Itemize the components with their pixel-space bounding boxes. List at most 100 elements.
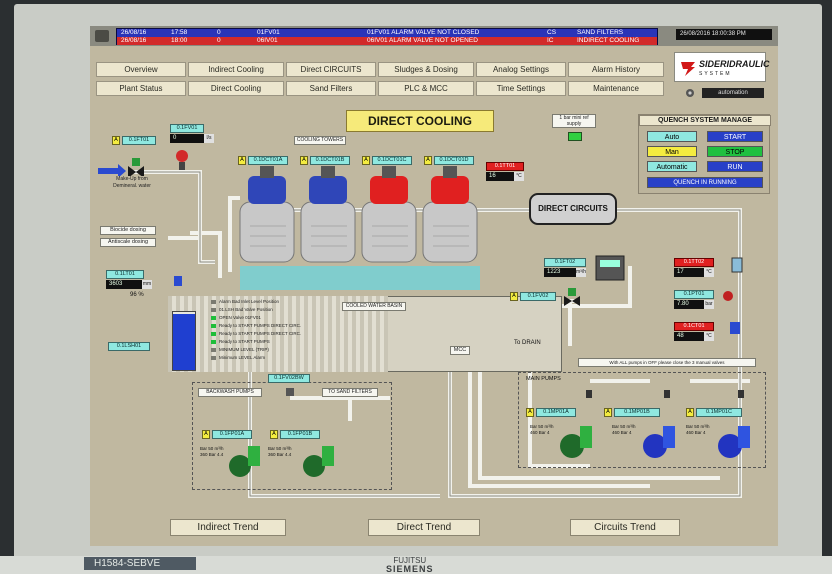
inflow-flow-tag[interactable]: 0.1FT01 — [122, 136, 156, 145]
backwash-pump-b-icon[interactable] — [303, 446, 334, 477]
manual-valve-icon[interactable] — [664, 390, 670, 398]
backwash-valve-icon[interactable] — [286, 388, 294, 396]
supply-temp-value: 16 — [489, 173, 496, 179]
valve-2-tag[interactable]: 0.1FV02 — [520, 292, 556, 301]
status-item-text: Ready to START PUMPS — [219, 339, 270, 344]
auto-mode-indicator: A — [424, 156, 432, 165]
backwash-pump-b-tag[interactable]: 0.1FP01B — [280, 430, 320, 439]
alarm-row[interactable]: 26/08/16 18:00 0 06IV01 06IV01 ALARM VAL… — [117, 37, 657, 45]
brand-line-2: SIEMENS — [386, 564, 434, 574]
status-item-text: Ready to START PUMPS DIRECT CIRC. — [219, 331, 302, 336]
main-pump-a-stats: Bar 50 m³/h 460 Bar 4 — [530, 424, 554, 435]
return-temp-unit: °C — [704, 268, 714, 277]
quench-run-button[interactable]: RUN — [707, 161, 763, 172]
quench-man-button[interactable]: Man — [647, 146, 697, 157]
level-switch-tag[interactable]: 0.1LSH01 — [108, 342, 150, 351]
cooling-tower-icon[interactable] — [300, 166, 356, 263]
nav-indirect-cooling[interactable]: Indirect Cooling — [188, 62, 284, 77]
inflow-value: 0 — [173, 135, 177, 141]
backwash-pump-a-icon[interactable] — [229, 446, 260, 477]
supply-temp-tag[interactable]: 0.1TT01 — [486, 162, 524, 171]
main-pump-c-icon[interactable] — [718, 426, 750, 458]
brand-line-1: FUJITSU — [393, 556, 427, 565]
settings-gear-icon[interactable] — [684, 88, 696, 98]
cooling-tower-icon[interactable] — [422, 166, 478, 263]
alarm-area: INDIRECT COOLING — [577, 37, 640, 44]
mcc-label[interactable]: MCC — [450, 346, 470, 355]
alarm-header: 26/08/16 17:58 0 01FV01 01FV01 ALARM VAL… — [90, 26, 778, 46]
pressure-transmitter-icon[interactable] — [723, 291, 733, 301]
alarm-date: 26/08/16 — [121, 29, 147, 36]
logo-mark-icon — [681, 62, 695, 76]
main-pump-b-tag[interactable]: 0.1MP01B — [614, 408, 660, 417]
backwash-valve-tag[interactable]: 0.1FV02BW — [268, 374, 310, 383]
conductivity-transmitter-icon[interactable] — [730, 322, 740, 334]
nav-maintenance[interactable]: Maintenance — [568, 81, 664, 96]
camera-icon[interactable] — [95, 30, 109, 42]
to-sand-filters-label[interactable]: TO SAND FILTERS — [322, 388, 378, 397]
temperature-transmitter-icon[interactable] — [731, 257, 743, 273]
nav-direct-circuits[interactable]: Direct CIRCUITS — [286, 62, 376, 77]
valve-02-icon[interactable] — [564, 288, 580, 306]
inflow-valve-tag[interactable]: 0.1FV01 — [170, 124, 204, 133]
main-pump-b-icon[interactable] — [643, 426, 675, 458]
alarm-area-code: CS — [547, 29, 557, 36]
alarm-banner[interactable]: 26/08/16 17:58 0 01FV01 01FV01 ALARM VAL… — [116, 28, 658, 45]
biocide-dosing-label[interactable]: Biocide dosing — [100, 226, 156, 235]
backwash-pump-a-tag[interactable]: 0.1FP01A — [212, 430, 252, 439]
manual-valve-icon[interactable] — [586, 390, 592, 398]
return-temp-tag[interactable]: 0.1TT02 — [674, 258, 714, 267]
status-on-icon — [211, 340, 216, 344]
nav-plc-mcc[interactable]: PLC & MCC — [378, 81, 474, 96]
main-pump-c-stats: Bar 50 m³/h 460 Bar 4 — [686, 424, 710, 435]
flowmeter-device-icon[interactable] — [595, 255, 625, 281]
conductivity-display: 48°C — [674, 332, 714, 341]
nav-direct-cooling[interactable]: Direct Cooling — [188, 81, 284, 96]
direct-circuits-tank[interactable] — [529, 193, 617, 225]
cooling-tower-b-tag[interactable]: 0.1DCT01B — [310, 156, 350, 165]
alarm-time: 17:58 — [171, 29, 188, 36]
level-tag[interactable]: 0.1LT01 — [106, 270, 144, 279]
nav-time-settings[interactable]: Time Settings — [476, 81, 566, 96]
pump-note: With ALL pumps in OFF please close the 3… — [578, 358, 756, 367]
level-transmitter-icon[interactable] — [174, 276, 182, 286]
nav-sand-filters[interactable]: Sand Filters — [286, 81, 376, 96]
cooling-tower-c-tag[interactable]: 0.1DCT01C — [372, 156, 412, 165]
main-pump-a-icon[interactable] — [560, 426, 592, 458]
nav-plant-status[interactable]: Plant Status — [96, 81, 186, 96]
alarm-area: SAND FILTERS — [577, 29, 624, 36]
main-pump-c-tag[interactable]: 0.1MP01C — [696, 408, 742, 417]
antiscale-dosing-label[interactable]: Antiscale dosing — [100, 238, 156, 247]
alarm-row[interactable]: 26/08/16 17:58 0 01FV01 01FV01 ALARM VAL… — [117, 29, 657, 37]
nav-alarm-history[interactable]: Alarm History — [568, 62, 664, 77]
conductivity-tag[interactable]: 0.1CT01 — [674, 322, 714, 331]
conductivity-value: 48 — [677, 333, 684, 339]
direct-trend-button[interactable]: Direct Trend — [368, 519, 480, 536]
logo-sub: SYSTEM — [699, 71, 732, 77]
drain-label: To DRAIN — [514, 340, 541, 346]
quench-automatic-button[interactable]: Automatic — [647, 161, 697, 172]
nav-sludges-dosing[interactable]: Sludges & Dosing — [378, 62, 474, 77]
indirect-trend-button[interactable]: Indirect Trend — [170, 519, 286, 536]
quench-auto-button[interactable]: Auto — [647, 131, 697, 142]
cooling-tower-icon[interactable] — [239, 166, 295, 263]
nav-overview[interactable]: Overview — [96, 62, 186, 77]
flow-2-tag[interactable]: 0.1FT02 — [544, 258, 586, 267]
inlet-valve-icon[interactable] — [128, 158, 144, 178]
cooling-tower-d-tag[interactable]: 0.1DCT01D — [434, 156, 474, 165]
manual-valve-icon[interactable] — [738, 390, 744, 398]
circuits-trend-button[interactable]: Circuits Trend — [570, 519, 680, 536]
direct-circuits-label[interactable]: DIRECT CIRCUITS — [538, 204, 608, 213]
cooling-tower-a-tag[interactable]: 0.1DCT01A — [248, 156, 288, 165]
quench-start-button[interactable]: START — [707, 131, 763, 142]
pressure-tag[interactable]: 0.1PT01 — [674, 290, 714, 299]
inlet-flowmeter-icon[interactable] — [176, 150, 188, 170]
nav-analog-settings[interactable]: Analog Settings — [476, 62, 566, 77]
auto-mode-indicator: A — [604, 408, 612, 417]
main-pump-a-tag[interactable]: 0.1MP01A — [536, 408, 576, 417]
backwash-pump-a-stats: Bar 50 m³/h 360 Bar 4.4 — [200, 446, 224, 457]
basin-level-bar — [172, 311, 196, 371]
cooling-tower-icon[interactable] — [361, 166, 417, 263]
quench-stop-button[interactable]: STOP — [707, 146, 763, 157]
